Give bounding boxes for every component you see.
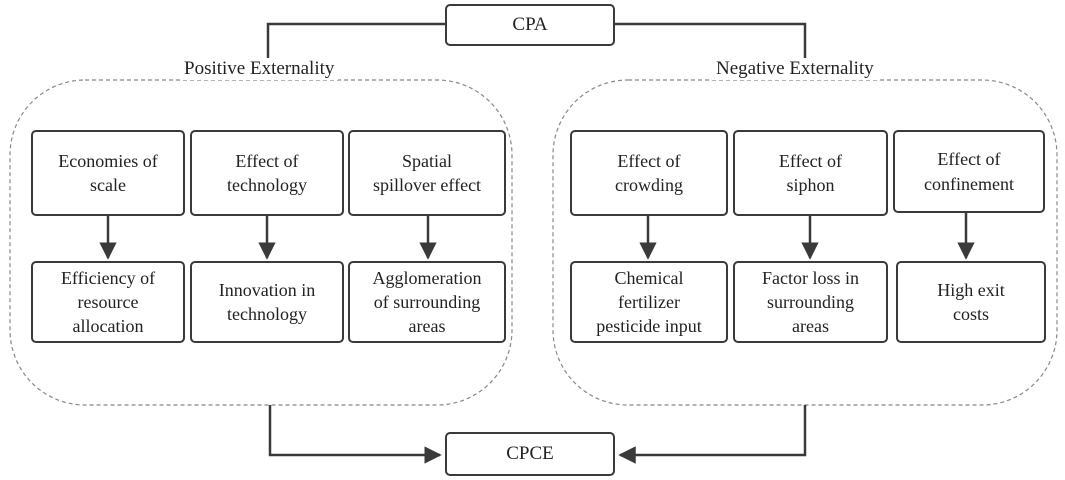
cause-spatial-spillover: Spatial spillover effect <box>348 130 506 216</box>
positive-to-cpce-arrow <box>268 405 442 464</box>
effect-high-exit-costs: High exit costs <box>896 261 1046 343</box>
cause-effect-of-crowding: Effect of crowding <box>570 130 728 216</box>
cpa-node: CPA <box>445 4 615 46</box>
cpa-to-negative-line <box>615 22 807 58</box>
effect-innovation-in-technology: Innovation in technology <box>190 261 344 343</box>
effect-efficiency-of-allocation: Efficiency of resource allocation <box>31 261 185 343</box>
effect-agglomeration: Agglomeration of surrounding areas <box>348 261 506 343</box>
cause-effect-of-confinement: Effect of confinement <box>893 130 1045 213</box>
negative-group-outline <box>552 79 1058 406</box>
positive-externality-label: Positive Externality <box>180 58 339 80</box>
cpa-to-positive-line <box>266 22 445 58</box>
effect-chemical-fertilizer: Chemical fertilizer pesticide input <box>570 261 728 343</box>
negative-to-cpce-arrow <box>618 405 807 464</box>
positive-group-outline <box>9 79 513 406</box>
negative-externality-label: Negative Externality <box>712 58 878 80</box>
effect-factor-loss: Factor loss in surrounding areas <box>733 261 888 343</box>
cause-economies-of-scale: Economies of scale <box>31 130 185 216</box>
cause-effect-of-technology: Effect of technology <box>190 130 344 216</box>
cause-effect-of-siphon: Effect of siphon <box>733 130 888 216</box>
cpce-node: CPCE <box>445 432 615 476</box>
